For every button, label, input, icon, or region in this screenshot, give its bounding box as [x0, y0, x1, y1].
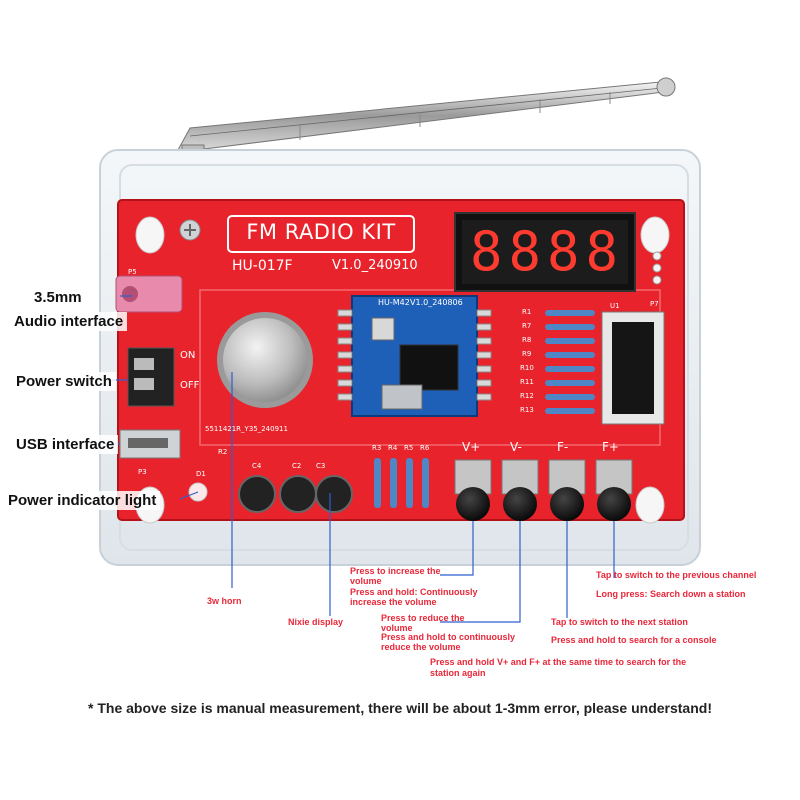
small-res-label: R3: [372, 444, 382, 452]
power-switch-component: [127, 347, 175, 407]
misc-label: U1: [610, 302, 620, 310]
combo-callout-2: station again: [430, 668, 486, 678]
display-digits: 8888: [469, 220, 625, 283]
audio-interface-label: Audio interface: [10, 312, 128, 331]
board-model: HU-017F: [232, 258, 293, 274]
callout-lines: [108, 295, 615, 623]
usb-interface-label: USB interface: [12, 435, 119, 454]
combo-callout-1: Press and hold V+ and F+ at the same tim…: [430, 657, 687, 667]
small-res-label: R6: [420, 444, 430, 452]
switch-off-label: OFF: [180, 380, 200, 391]
small-res-label: R4: [388, 444, 398, 452]
title-box: [227, 215, 415, 253]
audio-jack: [115, 275, 183, 313]
button-label-fminus: F-: [557, 440, 569, 454]
fplus-callout-2: Long press: Search down a station: [596, 589, 746, 599]
side-leds: [652, 251, 662, 285]
dip-ic: [601, 311, 665, 425]
res-label: R1: [522, 308, 532, 316]
module-version: V1.0_240806: [410, 298, 463, 307]
misc-label: P5: [128, 268, 137, 276]
res-label: R9: [522, 350, 532, 358]
misc-label: P7: [650, 300, 659, 308]
fminus-callout-2: Press and hold to search for a console: [551, 635, 717, 645]
vminus-callout-2: volume: [381, 623, 413, 633]
vplus-callout-3: Press and hold: Continuously: [350, 587, 478, 597]
vminus-callout-3: Press and hold to continuously: [381, 632, 516, 642]
nixie-display: [454, 212, 636, 292]
button-label-fplus: F+: [602, 440, 619, 454]
small-resistors: [374, 458, 429, 508]
speaker: [217, 312, 313, 408]
vplus-callout-1: Press to increase the: [350, 566, 441, 576]
res-label: R11: [520, 378, 534, 386]
vplus-callout-2: volume: [350, 576, 382, 586]
module-pins: [337, 309, 492, 401]
speaker-code: 5511421R_Y35_240911: [205, 425, 288, 433]
cap-label: C4: [252, 462, 262, 470]
horn-label: 3w horn: [207, 596, 242, 606]
misc-label: P3: [138, 468, 147, 476]
vminus-callout-1: Press to reduce the: [381, 613, 465, 623]
module-name: HU-M42: [378, 298, 410, 307]
cap-label: C2: [292, 462, 302, 470]
jack-size-label: 3.5mm: [30, 288, 86, 307]
board-version: V1.0_240910: [332, 258, 418, 273]
vminus-callout-4: reduce the volume: [381, 642, 461, 652]
vplus-callout-4: increase the volume: [350, 597, 437, 607]
res-label: R13: [520, 406, 534, 414]
usb-port: [119, 429, 181, 459]
nixie-label: Nixie display: [288, 617, 344, 627]
misc-label: D1: [196, 470, 206, 478]
power-indicator-label: Power indicator light: [4, 491, 161, 510]
cap-label: C3: [316, 462, 326, 470]
resistor-bank: [545, 310, 595, 414]
power-switch-label: Power switch: [12, 372, 116, 391]
fm-module: [351, 295, 478, 417]
res-label: R12: [520, 392, 534, 400]
fminus-callout-1: Tap to switch to the next station: [551, 617, 688, 627]
board-title: FM RADIO KIT: [246, 220, 396, 244]
button-label-vplus: V+: [462, 440, 481, 454]
switch-on-label: ON: [180, 350, 196, 361]
fplus-callout-1: Tap to switch to the previous channel: [596, 570, 757, 580]
buttons: [454, 459, 633, 521]
misc-label: R2: [218, 448, 228, 456]
res-label: R10: [520, 364, 534, 372]
res-label: R8: [522, 336, 532, 344]
small-res-label: R5: [404, 444, 414, 452]
button-label-vminus: V-: [510, 440, 522, 454]
capacitors: [238, 475, 353, 513]
res-label: R7: [522, 322, 532, 330]
footer-note: * The above size is manual measurement, …: [88, 700, 712, 716]
